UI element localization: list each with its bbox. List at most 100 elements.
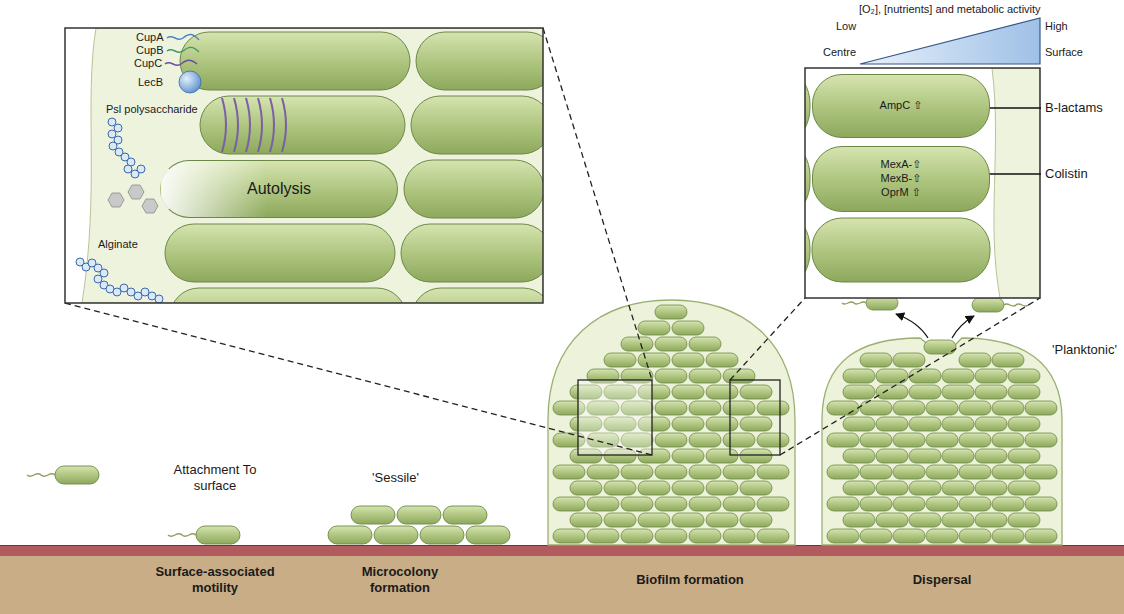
zoom-line (65, 28, 1040, 455)
microcolony (397, 506, 441, 524)
left-inset (165, 60, 197, 65)
dispersal-dome (893, 497, 925, 511)
dispersal-dome (959, 353, 991, 367)
dispersal-dome (975, 513, 1007, 527)
stage-label: Biofilm formation (580, 572, 800, 588)
dispersal-dome (822, 338, 1062, 545)
dispersal-dome (926, 529, 958, 543)
biofilm-dome (570, 513, 602, 527)
right-inset (770, 68, 1040, 298)
biofilm-dome (672, 385, 704, 399)
dispersal-dome (959, 433, 991, 447)
zoom-line (780, 298, 1040, 455)
dispersal-dome (959, 401, 991, 415)
biofilm-dome (723, 401, 755, 415)
dispersal-dome (909, 369, 941, 383)
gradient-wedge (860, 18, 1040, 64)
left-inset (167, 47, 199, 52)
dispersal-dome (843, 417, 875, 431)
microcolony (420, 526, 464, 544)
biofilm-dome (689, 337, 721, 351)
protein-label: LecB (138, 76, 163, 89)
dispersal-dome (860, 401, 892, 415)
dispersal-dome (926, 401, 958, 415)
ground-band: Surface-associated motilityMicrocolony f… (0, 556, 1124, 614)
left-inset (200, 96, 405, 154)
biofilm-dome (553, 465, 585, 479)
left-inset (94, 275, 102, 283)
dispersal-dome (926, 497, 958, 511)
microcolony (351, 506, 395, 524)
left-inset (411, 96, 543, 154)
left-inset (167, 34, 199, 40)
dispersal-dome (876, 417, 908, 431)
dispersal-dome (1025, 465, 1057, 479)
dispersal-dome (926, 465, 958, 479)
dispersal-dome (843, 385, 875, 399)
biofilm-dome (757, 497, 789, 511)
bacterial-cell: AmpC ⇧ (812, 74, 990, 138)
biofilm-dome (553, 497, 585, 511)
biofilm-dome (604, 481, 636, 495)
left-inset (142, 199, 158, 213)
dispersal-dome (1008, 369, 1040, 383)
biofilm-dome (638, 513, 670, 527)
cell-label: OprM ⇧ (881, 186, 921, 200)
left-inset (108, 185, 158, 213)
left-inset (416, 32, 543, 90)
swimming-bacterium (196, 526, 240, 544)
zoom-line (730, 298, 805, 380)
microcolony (466, 526, 510, 544)
dispersal-dome (893, 401, 925, 415)
biofilm-dome (757, 529, 789, 543)
biofilm-dome (689, 369, 721, 383)
left-inset (246, 98, 250, 152)
gradient-wedge (860, 18, 1040, 64)
dispersal-dome (893, 433, 925, 447)
stage-label: Microcolony formation (348, 564, 452, 596)
dispersal-dome (893, 353, 925, 367)
stage-note: Attachment To surface (173, 462, 257, 493)
bacterial-cell: Autolysis (160, 160, 398, 218)
dispersal-dome (975, 481, 1007, 495)
biofilm-dome (621, 337, 653, 351)
dispersal-dome (822, 338, 1062, 545)
dispersal-dome (1008, 385, 1040, 399)
biofilm-dome (723, 465, 755, 479)
gradient-end-label: Low (836, 20, 856, 33)
microcolony (328, 506, 510, 544)
dispersal-dome (827, 497, 859, 511)
biofilm-dome (757, 465, 789, 479)
biofilm-dome (706, 385, 738, 399)
biofilm-dome (706, 353, 738, 367)
dispersal-dome (992, 401, 1024, 415)
dispersal-dome (942, 481, 974, 495)
left-inset (124, 165, 132, 173)
dispersal-dome (992, 497, 1024, 511)
left-inset (404, 160, 543, 218)
dispersal-dome (827, 465, 859, 479)
left-inset (108, 193, 124, 207)
antibiotic-label: Colistin (1045, 166, 1088, 182)
dispersal-dome (827, 529, 859, 543)
biofilm-dome (757, 401, 789, 415)
cell-label: MexA-⇧ (881, 158, 922, 172)
stage-note: 'Planktonic' (1052, 342, 1117, 358)
biofilm-dome (672, 417, 704, 431)
left-inset (258, 98, 262, 152)
protein-label: CupC (134, 57, 162, 70)
microcolony (443, 506, 487, 524)
dispersal-dome (860, 465, 892, 479)
dispersal-dome (942, 385, 974, 399)
dispersal-dome (843, 513, 875, 527)
left-inset (65, 28, 556, 346)
bacterial-cell: MexA-⇧MexB-⇧OprM ⇧ (812, 146, 990, 212)
left-inset (282, 98, 286, 152)
swimming-bacterium (168, 534, 196, 537)
dispersal-dome (992, 465, 1024, 479)
right-inset (805, 68, 1040, 298)
dispersal-dome (843, 449, 875, 463)
dispersal-dome (909, 481, 941, 495)
planktonic-bacterium (842, 302, 866, 304)
